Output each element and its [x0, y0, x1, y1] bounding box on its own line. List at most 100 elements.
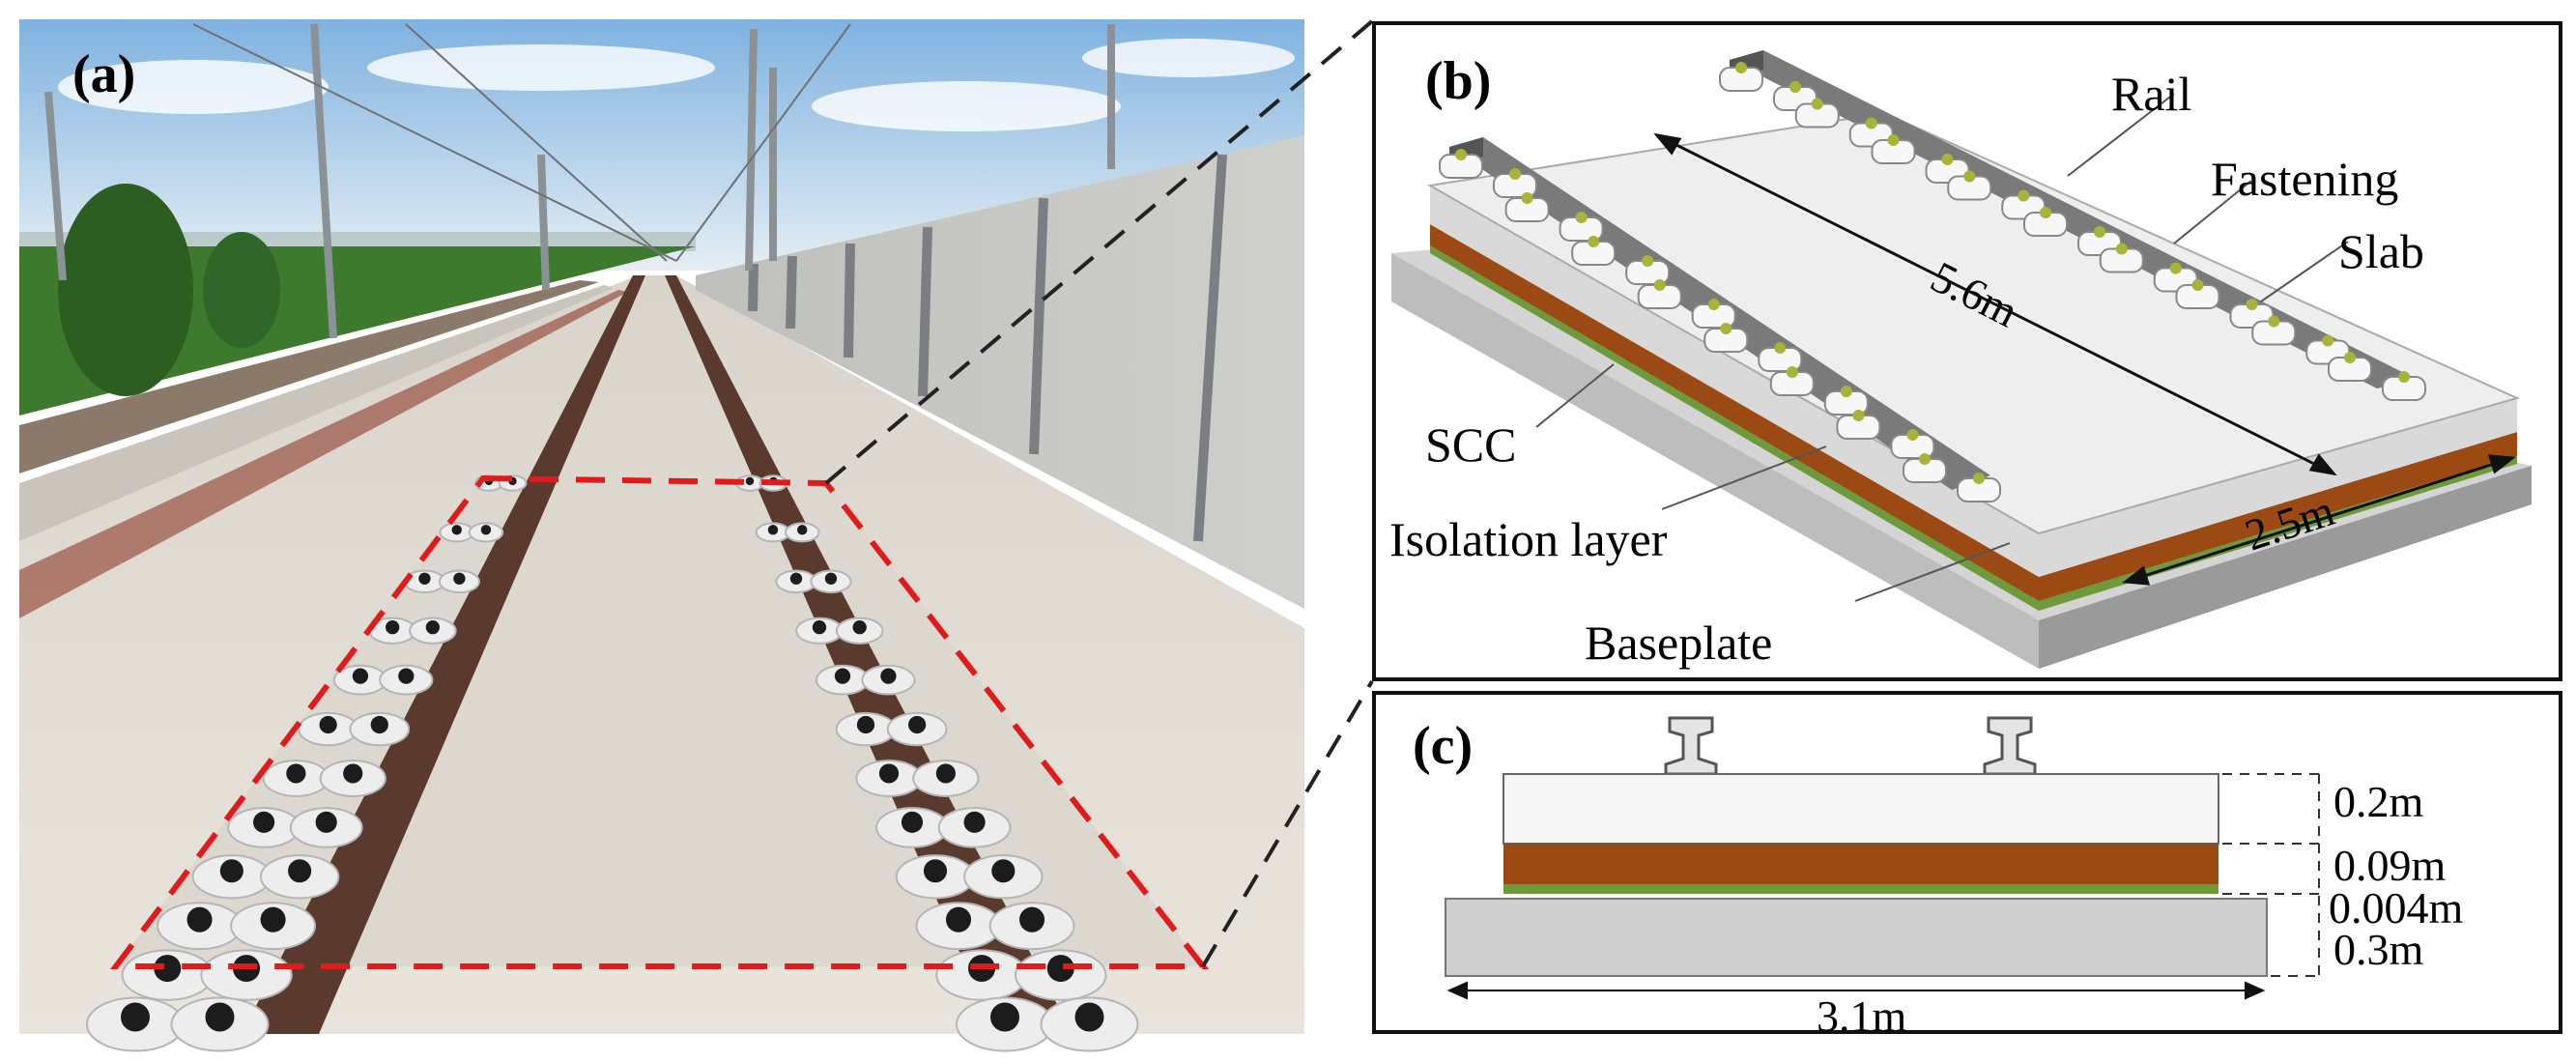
fastener-clip	[425, 620, 441, 635]
fastening-clip	[2040, 207, 2051, 218]
fastening-clip	[1840, 386, 1852, 397]
tree	[58, 184, 193, 396]
fastener-clip	[789, 572, 803, 585]
fastener-clip	[451, 525, 462, 535]
panel-b: (b) Rail Fastening Slab SCC Isolation la…	[1372, 21, 2562, 681]
section-baseplate	[1445, 898, 2268, 977]
fastening-clip	[2344, 352, 2356, 363]
fastening-clip	[2169, 262, 2182, 274]
fastener-clip	[935, 763, 956, 784]
width-arrow	[1446, 981, 2266, 1000]
fastener-clip	[991, 859, 1016, 883]
adjacent-track	[19, 280, 599, 474]
fastener-clip	[253, 811, 275, 833]
fastening-clip	[1588, 236, 1600, 247]
thickness-isolation: 0.004m	[2329, 883, 2464, 933]
fastening-clip	[1919, 453, 1931, 465]
label-slab: Slab	[2338, 224, 2424, 278]
fastening-clip	[1521, 192, 1533, 204]
panel-b-label: (b)	[1425, 51, 1491, 111]
fastener-clip	[908, 715, 927, 734]
fastening-clip	[2191, 279, 2204, 291]
fastening-clip	[1575, 212, 1588, 223]
fastening-clip	[2398, 371, 2410, 383]
clouds	[58, 39, 1295, 131]
fastening-clip	[1735, 62, 1747, 73]
thickness-slab: 0.2m	[2333, 777, 2424, 826]
fastening-clip	[2268, 315, 2280, 328]
fastening-clip	[1887, 134, 1900, 146]
fastener-clip	[834, 668, 851, 684]
fastener-clip	[1046, 955, 1074, 983]
fastener-clip	[901, 811, 924, 833]
overhead-wires	[192, 23, 851, 262]
fastener-clip	[856, 715, 875, 734]
label-scc: SCC	[1425, 417, 1517, 472]
fastener-clip	[990, 1002, 1019, 1032]
fastener-clip	[315, 811, 337, 833]
fastening-clip	[1789, 81, 1801, 93]
adjacent-rail	[19, 290, 628, 618]
fastener-clip	[154, 955, 182, 983]
fastener-clip	[923, 859, 948, 883]
fastener-clip	[219, 859, 243, 883]
dimension-arrows	[1653, 132, 2516, 586]
fastener-clip	[343, 763, 363, 784]
fastener-clip	[480, 525, 492, 535]
panel-a-label: (a)	[72, 44, 135, 104]
section-isolation	[1503, 884, 2218, 894]
fastener-clip	[1019, 906, 1045, 933]
adjacent-slab	[19, 285, 614, 541]
fastening-clip	[1786, 366, 1798, 378]
fastener-clip	[453, 572, 466, 585]
label-fastening: Fastening	[2211, 152, 2398, 206]
section-scc	[1503, 844, 2218, 884]
fastening-clip	[1973, 473, 1985, 484]
thickness-scc: 0.09m	[2333, 841, 2447, 890]
section-slab	[1503, 773, 2219, 845]
fastenings	[86, 474, 1139, 1052]
fastener-clip	[878, 763, 900, 784]
fastener-clip	[767, 525, 779, 535]
fastener-clip	[880, 668, 897, 684]
fastening-clip	[1707, 299, 1720, 310]
fastener-clip	[398, 668, 415, 684]
fastener-clip	[812, 620, 827, 635]
fastening-clip	[2115, 243, 2128, 255]
panel-c-label: (c)	[1413, 716, 1473, 776]
fastener-clip	[352, 668, 369, 684]
fastening-clip	[1509, 168, 1521, 180]
fastening-clip	[2246, 299, 2258, 310]
fastener-clip	[945, 906, 972, 933]
fastener-clip	[319, 715, 337, 734]
label-isolation: Isolation layer	[1389, 512, 1668, 566]
fastener-clip	[260, 906, 286, 933]
fastener-clip	[286, 763, 306, 784]
fastening-clip	[2094, 226, 2105, 238]
fastener-clip	[386, 620, 400, 635]
thickness-baseplate: 0.3m	[2333, 925, 2424, 974]
fastening-clip	[1963, 170, 1976, 183]
fastening-clip	[1852, 410, 1865, 421]
fastener-clip	[745, 476, 755, 486]
fastening-clip	[1941, 154, 1954, 165]
fastener-clip	[1074, 1002, 1104, 1032]
fastener-clip	[186, 906, 213, 933]
label-baseplate: Baseplate	[1585, 616, 1772, 670]
fastening-clip	[1906, 429, 1919, 441]
leader-lines	[1535, 93, 2349, 602]
fastener-clip	[797, 525, 808, 535]
panel-c: (c) 0.2m 0.09m 0.004m 0.3m 3.1m	[1372, 691, 2562, 1034]
fastening-clip	[1455, 149, 1467, 160]
fastening-clip	[1642, 255, 1654, 267]
fastening-clip	[2018, 189, 2030, 202]
panel-a-photo: (a)	[19, 19, 1304, 1052]
thickness-guides	[2222, 773, 2320, 977]
fastener-clip	[824, 572, 838, 585]
fastening-clip	[1774, 342, 1787, 354]
fastening-clip	[1865, 117, 1877, 129]
label-rail: Rail	[2111, 67, 2191, 121]
catenary-poles	[44, 23, 1115, 339]
width-label: 3.1m	[1817, 991, 1907, 1034]
